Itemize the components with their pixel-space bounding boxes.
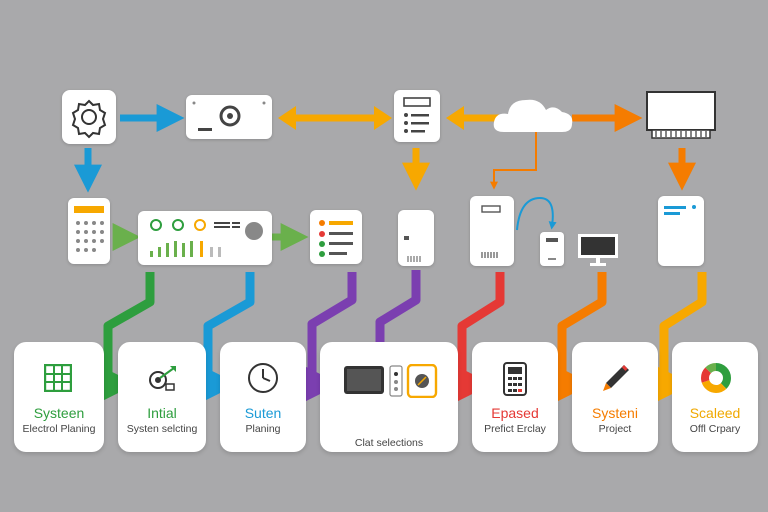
gauge-settings-icon	[149, 366, 176, 391]
small-device-icon	[546, 238, 558, 260]
storage-unit-icon	[404, 236, 421, 262]
step-card[interactable]: Scaleed Offl Crpary	[672, 342, 758, 452]
gear-node	[62, 90, 116, 144]
step-card[interactable]: Systeni Project	[572, 342, 658, 452]
arrow-bidirectional-device-doc	[278, 106, 392, 130]
checklist-icon	[319, 220, 353, 257]
server-icon	[481, 205, 501, 258]
monitor-node	[646, 90, 716, 140]
step-card[interactable]: Suten Planing	[220, 342, 306, 452]
desktop-monitor-icon	[578, 234, 618, 266]
pie-chart-icon	[701, 363, 731, 393]
cloud-icon	[493, 99, 573, 132]
arrow-cloud-to-doc	[446, 106, 500, 130]
step-card[interactable]: Clat selections	[320, 342, 458, 452]
cloud-link-line	[490, 132, 537, 190]
tower-server-icon	[664, 205, 696, 215]
keypad-icon	[74, 206, 104, 252]
step-card[interactable]: Epased Prefict Erclay	[472, 342, 558, 452]
card-subtitle: Project	[598, 423, 632, 435]
blue-loop-link	[516, 196, 557, 231]
document-node	[394, 90, 440, 142]
step-card[interactable]: Systeen Electrol Planing	[14, 342, 104, 452]
card-subtitle: Clat selections	[354, 437, 424, 449]
blue-flow-arrow	[202, 272, 255, 402]
calculator-node	[68, 198, 110, 264]
document-list-icon	[403, 97, 431, 133]
orange-flow-arrow	[556, 272, 607, 402]
card-subtitle: Offl Crpary	[689, 423, 741, 435]
card-title: Suten	[244, 405, 282, 421]
purple-flow-arrow-2	[375, 270, 421, 342]
storage-node	[398, 210, 434, 266]
calculator-icon	[503, 362, 527, 396]
green-flow-arrow	[100, 272, 155, 402]
card-title: Epased	[491, 405, 539, 421]
card-title: Systeen	[33, 405, 85, 421]
gear-icon	[71, 99, 107, 139]
card-title: Systeni	[592, 405, 638, 421]
pen-icon	[603, 365, 629, 391]
devices-icon	[344, 364, 438, 398]
checklist-node	[310, 210, 362, 264]
disk-drive-icon	[192, 101, 266, 131]
card-subtitle: Systen selcting	[126, 423, 198, 435]
card-subtitle: Electrol Planing	[22, 423, 96, 435]
card-title: Intial	[147, 405, 177, 421]
clock-icon	[248, 363, 278, 393]
card-subtitle: Prefict Erclay	[484, 423, 546, 435]
step-card[interactable]: Intial Systen selcting	[118, 342, 206, 452]
disk-device-node	[186, 95, 272, 139]
card-subtitle: Planing	[245, 423, 281, 435]
control-panel-node	[138, 211, 272, 265]
card-title: Scaleed	[689, 405, 741, 421]
purple-flow-arrow	[304, 272, 357, 402]
server-node	[470, 196, 514, 266]
control-panel-icon	[150, 219, 263, 257]
small-device-node	[540, 232, 564, 266]
spreadsheet-icon	[44, 364, 72, 392]
monitor-icon	[646, 91, 716, 139]
tower-node	[658, 196, 704, 266]
yellow-flow-arrow	[656, 272, 707, 402]
red-flow-arrow	[456, 272, 505, 402]
